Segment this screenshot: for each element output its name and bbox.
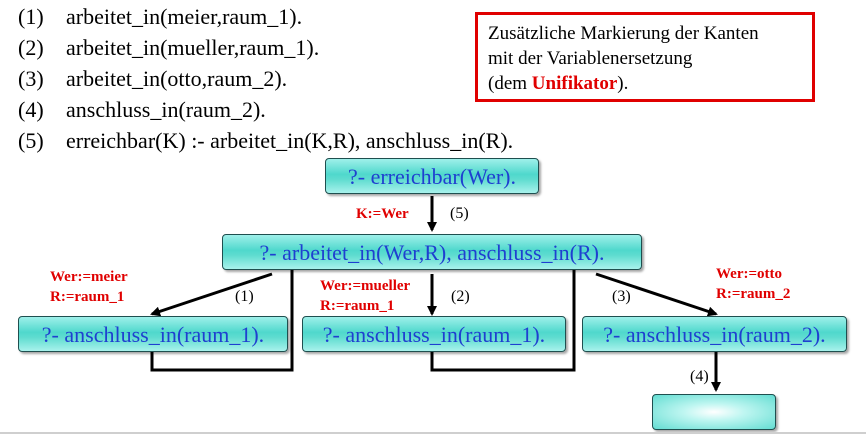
node-level1: ?- arbeitet_in(Wer,R), anschluss_in(R). bbox=[222, 234, 642, 270]
node-left: ?- anschluss_in(raum_1). bbox=[18, 316, 288, 352]
edge-2-substitution-1: Wer:=mueller bbox=[320, 278, 411, 294]
rule-2: (2) arbeitet_in(mueller,raum_1). bbox=[18, 35, 319, 61]
node-right: ?- anschluss_in(raum_2). bbox=[582, 316, 847, 352]
edge-3-arrow bbox=[595, 272, 718, 317]
rule-text: arbeitet_in(mueller,raum_1). bbox=[66, 35, 320, 60]
rule-text: arbeitet_in(meier,raum_1). bbox=[66, 4, 303, 29]
edge-3-substitution-2: R:=raum_2 bbox=[716, 286, 791, 302]
note-line-3-prefix: (dem bbox=[488, 73, 532, 94]
edge-1-substitution-1: Wer:=meier bbox=[50, 269, 128, 285]
rule-5: (5) erreichbar(K) :- arbeitet_in(K,R), an… bbox=[18, 128, 513, 154]
edge-3-substitution-1: Wer:=otto bbox=[716, 266, 783, 282]
rule-1: (1) arbeitet_in(meier,raum_1). bbox=[18, 4, 302, 30]
node-middle: ?- anschluss_in(raum_1). bbox=[302, 316, 566, 352]
bottom-divider bbox=[0, 432, 866, 434]
node-success bbox=[652, 394, 776, 430]
edge-2-substitution-2: R:=raum_1 bbox=[320, 298, 395, 314]
edge-1-number: (1) bbox=[235, 288, 254, 305]
rule-number: (3) bbox=[18, 66, 44, 91]
rule-number: (5) bbox=[18, 128, 44, 153]
backtrack-middle bbox=[430, 256, 579, 372]
rule-number: (2) bbox=[18, 35, 44, 60]
note-line-3: (dem Unifikator). bbox=[488, 71, 802, 96]
rule-3: (3) arbeitet_in(otto,raum_2). bbox=[18, 66, 287, 92]
note-highlight: Unifikator bbox=[531, 73, 618, 94]
rule-4: (4) anschluss_in(raum_2). bbox=[18, 97, 266, 123]
edge-1-arrow bbox=[150, 272, 273, 317]
rule-number: (4) bbox=[18, 97, 44, 122]
unifier-note-box: Zusätzliche Markierung der Kanten mit de… bbox=[475, 12, 815, 102]
edge-5-number: (5) bbox=[450, 205, 469, 222]
note-line-3-suffix: ). bbox=[617, 73, 629, 94]
rule-text: arbeitet_in(otto,raum_2). bbox=[66, 66, 288, 91]
rule-text: anschluss_in(raum_2). bbox=[66, 97, 266, 122]
edge-3-number: (3) bbox=[612, 288, 631, 305]
edge-1-substitution-2: R:=raum_1 bbox=[50, 289, 125, 305]
note-line-1: Zusätzliche Markierung der Kanten bbox=[488, 23, 759, 44]
backtrack-left bbox=[150, 256, 297, 372]
edge-4-number: (4) bbox=[690, 368, 709, 385]
edge-2-number: (2) bbox=[451, 288, 470, 305]
note-line-2: mit der Variablenersetzung bbox=[488, 48, 693, 69]
rule-text: erreichbar(K) :- arbeitet_in(K,R), ansch… bbox=[66, 128, 514, 153]
rule-number: (1) bbox=[18, 4, 44, 29]
node-root: ?- erreichbar(Wer). bbox=[325, 158, 539, 194]
edge-5-substitution: K:=Wer bbox=[356, 206, 409, 222]
